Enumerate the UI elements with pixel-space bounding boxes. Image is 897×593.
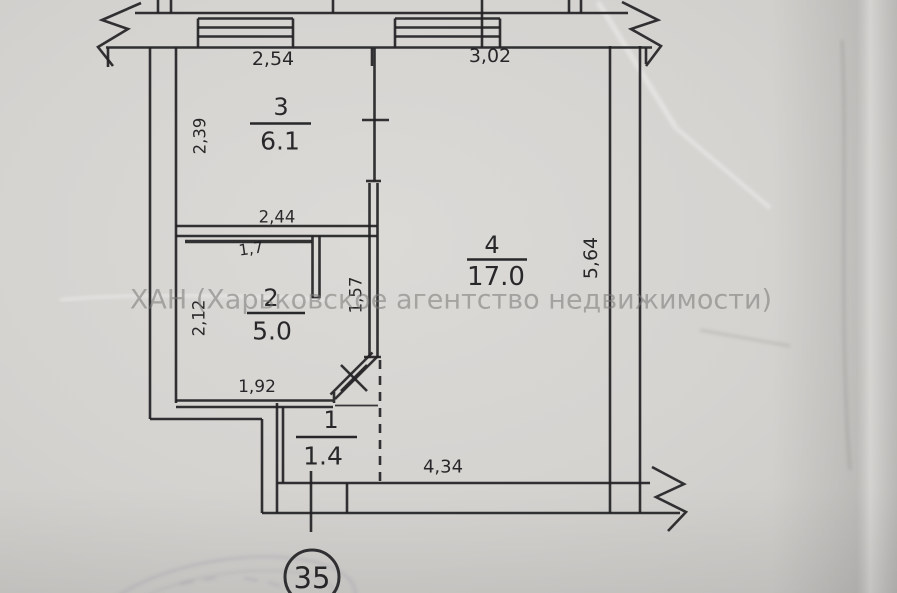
dim-top-left: 2,54: [252, 48, 294, 70]
room1-label: 1 1.4: [296, 406, 357, 471]
room4-label: 4 17.0: [467, 231, 527, 292]
plan-number: 35: [294, 561, 331, 593]
room4-number: 4: [484, 231, 499, 259]
plan-number-badge: 35: [283, 548, 341, 593]
room2-label: 2 5.0: [247, 284, 305, 346]
dim-niche: 1,7: [238, 238, 265, 259]
dim-room2-bottom: 1,92: [238, 377, 276, 397]
door-swing: [329, 351, 378, 407]
room2-number: 2: [263, 284, 278, 312]
dim-hall-right: 1,57: [347, 277, 366, 314]
top-exterior-wall: [96, 0, 663, 67]
dim-room4-right: 5,64: [580, 237, 602, 279]
dim-top-right: 3,02: [469, 45, 511, 67]
wall-break-bottom-right: [651, 465, 689, 532]
room1-area: 1.4: [303, 442, 343, 471]
wall-break-left: [96, 1, 142, 67]
dim-room3-left: 2,39: [191, 118, 210, 155]
window-symbol-left: [196, 17, 295, 48]
wall-break-right: [621, 0, 663, 67]
room1-number: 1: [323, 406, 338, 434]
dim-bottom-wall: 4,34: [423, 457, 463, 478]
room3-number: 3: [273, 93, 288, 121]
room2-area: 5.0: [252, 317, 292, 346]
dim-room3-bottom: 2,44: [259, 208, 296, 227]
room3-area: 6.1: [260, 127, 300, 156]
agency-watermark: ХАН (Харьковское агентство недвижимости): [130, 285, 772, 316]
ink-stamp: [92, 555, 358, 593]
dimension-labels: 2,54 3,02 2,39 2,44 1,7 2,12 1,57 1,92 4…: [190, 45, 603, 478]
central-partition-wall: [362, 48, 389, 359]
room2-bottom-wall: [176, 399, 333, 409]
room3-label: 3 6.1: [250, 93, 311, 156]
left-step-wall: [150, 403, 285, 513]
right-exterior-wall: [608, 46, 642, 513]
room-labels: 3 6.1 2 5.0 4 17.0 1 1.4: [247, 93, 527, 471]
room3-room2-wall: [176, 224, 377, 299]
dim-room2-left: 2,12: [190, 300, 209, 337]
room4-area: 17.0: [467, 262, 525, 292]
